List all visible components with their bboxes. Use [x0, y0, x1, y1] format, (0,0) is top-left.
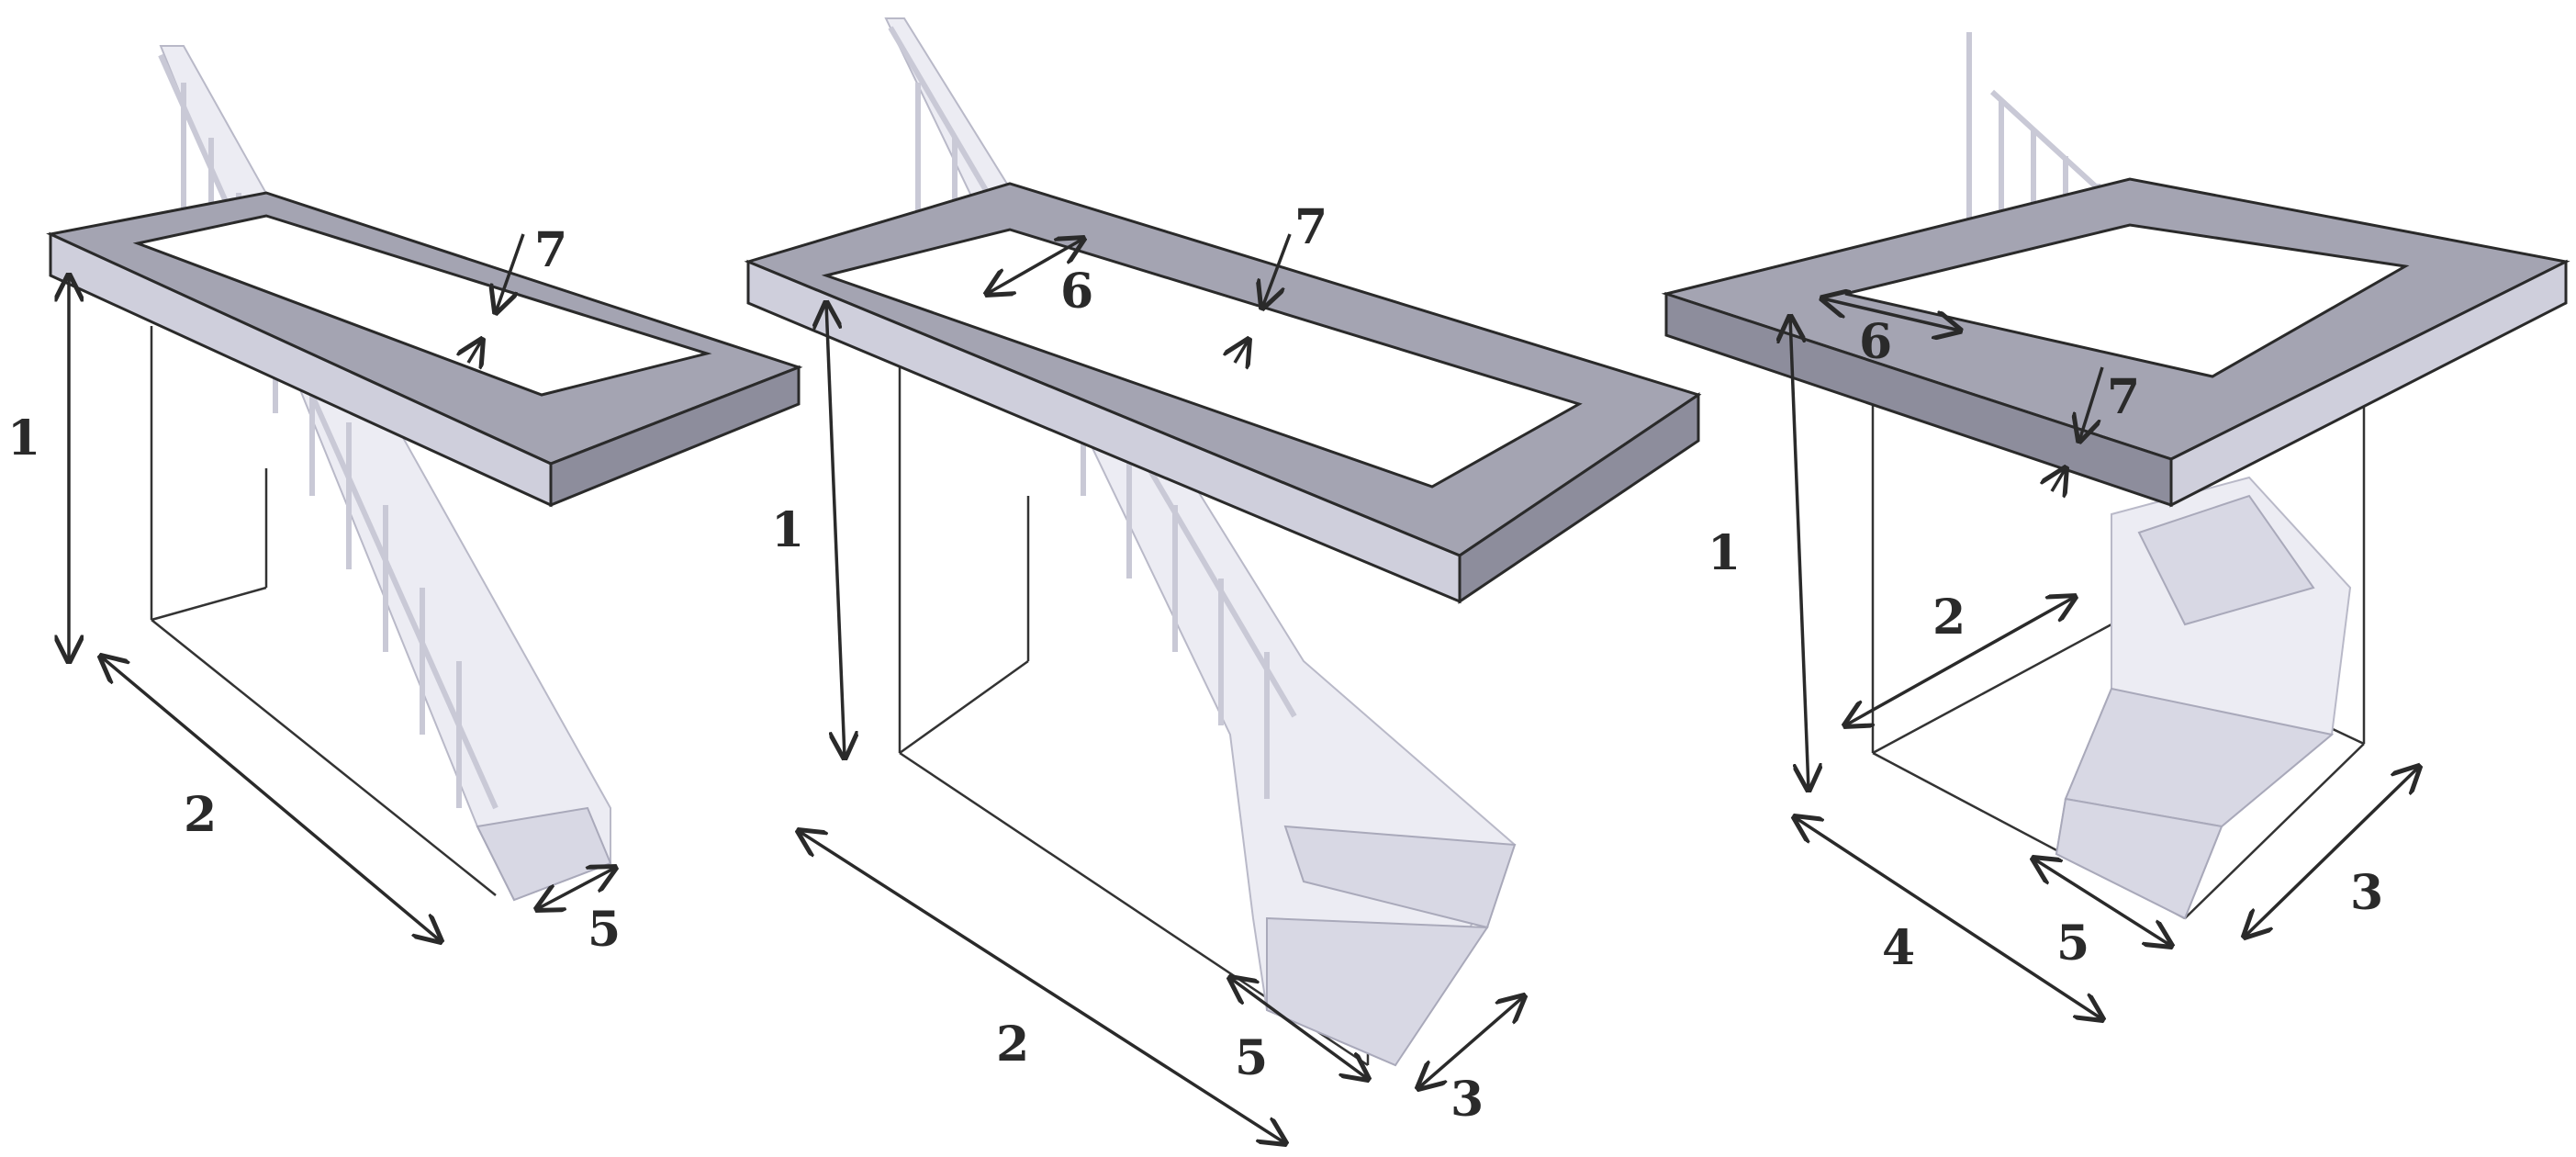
label-height: 1 [771, 502, 804, 558]
label-width: 3 [2350, 865, 2383, 921]
label-length: 2 [184, 787, 217, 843]
label-height: 1 [1708, 525, 1741, 581]
dimension-lines [69, 233, 615, 941]
dimension-lines [1790, 298, 2419, 1019]
diagram-quarter-turn-stair: 1 2 3 5 6 7 [744, 17, 1702, 1143]
label-slab-thickness: 7 [534, 222, 567, 278]
dimension-lines [799, 233, 1524, 1143]
label-depth: 4 [1882, 920, 1915, 976]
label-slab-thickness: 7 [2107, 369, 2140, 425]
label-opening-width: 6 [1859, 314, 1892, 370]
label-stair-width: 5 [2056, 915, 2089, 972]
diagram-straight-stair: 1 2 5 7 [7, 45, 803, 958]
label-stair-width: 5 [1235, 1030, 1268, 1086]
floor-slab [1661, 177, 2570, 508]
label-width: 3 [1450, 1072, 1484, 1128]
label-opening-width: 6 [1060, 264, 1093, 320]
label-length: 2 [1932, 590, 1966, 646]
label-height: 1 [7, 410, 40, 466]
label-length: 2 [996, 1017, 1029, 1073]
label-slab-thickness: 7 [1294, 199, 1327, 255]
floor-slab [46, 191, 803, 508]
diagram-half-turn-stair: 1 2 3 4 5 6 7 [1661, 32, 2570, 1019]
label-stair-width: 5 [588, 902, 621, 958]
